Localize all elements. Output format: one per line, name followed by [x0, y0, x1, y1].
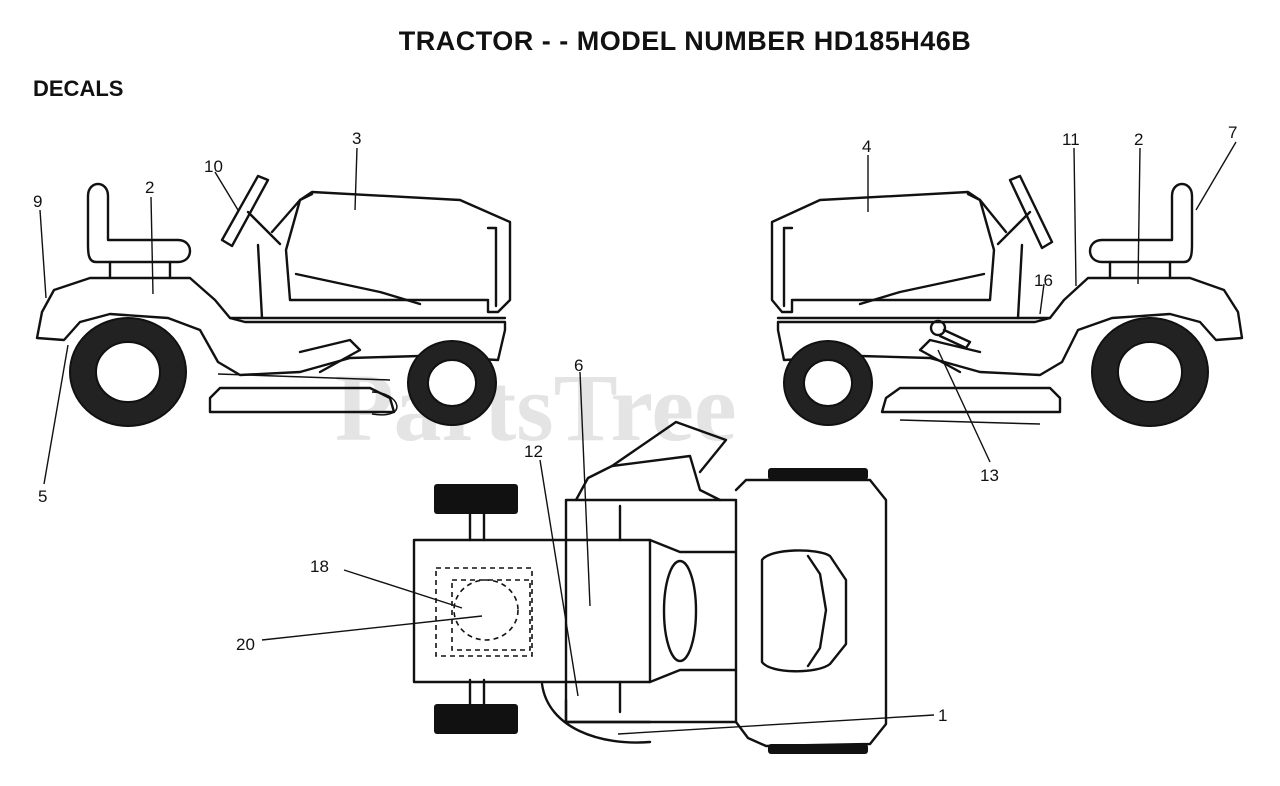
right-side-view	[770, 174, 1244, 427]
section-heading: DECALS	[33, 76, 124, 101]
callout-13: 13	[980, 466, 999, 485]
callout-5: 5	[38, 487, 47, 506]
callout-4: 4	[862, 137, 871, 156]
callout-2-right: 2	[1134, 130, 1143, 149]
top-view	[412, 420, 888, 754]
callout-18: 18	[310, 557, 329, 576]
callout-16: 16	[1034, 271, 1053, 290]
watermark-text: PartsTree	[335, 354, 737, 461]
callout-12: 12	[524, 442, 543, 461]
leader-lines	[39, 141, 1237, 735]
callout-10: 10	[204, 157, 223, 176]
callout-2-left: 2	[145, 178, 154, 197]
callout-11: 11	[1062, 130, 1080, 149]
diagram-title: TRACTOR - - MODEL NUMBER HD185H46B	[398, 26, 972, 56]
callout-numbers: 9 2 10 3 5 4 11 2 7 16 13 6 12 18 20 1	[33, 123, 1237, 725]
callout-3: 3	[352, 129, 361, 148]
callout-9: 9	[33, 192, 42, 211]
callout-20: 20	[236, 635, 255, 654]
callout-1: 1	[938, 706, 947, 725]
callout-7: 7	[1228, 123, 1237, 142]
left-side-view	[35, 174, 512, 427]
callout-6: 6	[574, 356, 583, 375]
